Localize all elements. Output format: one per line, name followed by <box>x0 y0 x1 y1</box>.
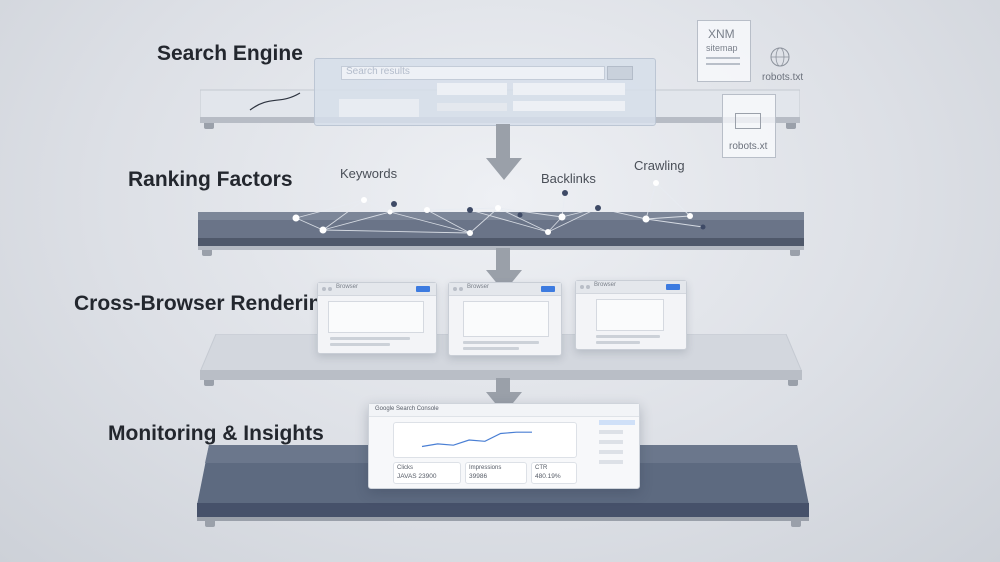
stat-value: JAVAS 23900 <box>397 473 437 480</box>
search-console-dashboard[interactable]: Google Search Console Clicks JAVAS 23900… <box>368 403 640 489</box>
sidebar-item[interactable] <box>599 440 623 444</box>
browser-window-1[interactable]: Browser <box>317 282 437 354</box>
folder-icon <box>735 113 761 129</box>
performance-chart <box>421 431 532 448</box>
layer-label-search-engine: Search Engine <box>157 42 303 65</box>
dashboard-sidebar <box>599 420 635 480</box>
search-button[interactable] <box>607 66 633 80</box>
sidebar-item[interactable] <box>599 450 623 454</box>
stat-card-3: CTR 480.19% <box>531 462 577 484</box>
browser-window-2[interactable]: Browser <box>448 282 562 356</box>
result-block-5 <box>437 103 507 111</box>
browser-tab-label: Browser <box>594 282 617 288</box>
robots-txt-label: robots.txt <box>762 72 804 83</box>
xml-file-title: XNM <box>708 27 735 41</box>
robots-file-label: robots.xt <box>729 141 768 152</box>
stat-value: 39986 <box>469 473 488 480</box>
robots-file: robots.xt <box>722 94 776 158</box>
browser-tab-label: Browser <box>467 284 490 290</box>
browser-window-3[interactable]: Browser <box>575 280 687 350</box>
stat-label: Clicks <box>397 465 413 471</box>
result-block-1 <box>339 99 419 117</box>
ranking-network-graph <box>292 180 706 236</box>
flow-arrow-1 <box>486 124 522 180</box>
sidebar-item-active[interactable] <box>599 420 635 425</box>
flow-arrow-2 <box>486 248 522 292</box>
factor-backlinks: Backlinks <box>541 171 596 186</box>
robots-globe-icon <box>769 46 791 73</box>
factor-crawling: Crawling <box>634 158 685 173</box>
xml-sitemap-file: XNM sitemap <box>697 20 751 82</box>
search-box[interactable]: Search results <box>341 66 605 80</box>
browser-titlebar: Browser <box>449 283 561 296</box>
search-results-panel: Search results <box>314 58 656 126</box>
layer-label-cross-browser: Cross-Browser Rendering <box>74 292 335 315</box>
xml-file-subtitle: sitemap <box>706 43 738 53</box>
stat-card-1: Clicks JAVAS 23900 <box>393 462 461 484</box>
stat-label: CTR <box>535 465 548 471</box>
dashboard-header: Google Search Console <box>369 404 639 417</box>
dashboard-title: Google Search Console <box>375 406 439 412</box>
globe-icon <box>770 47 790 67</box>
stat-value: 480.19% <box>535 473 561 480</box>
result-block-3 <box>513 83 625 95</box>
sidebar-item[interactable] <box>599 460 623 464</box>
browser-titlebar: Browser <box>318 283 436 296</box>
stat-card-2: Impressions 39986 <box>465 462 527 484</box>
factor-keywords: Keywords <box>340 166 398 181</box>
search-box-text: Search results <box>346 66 410 77</box>
browser-tab-label: Browser <box>336 284 359 290</box>
layer-label-monitoring: Monitoring & Insights <box>108 422 324 445</box>
sidebar-item[interactable] <box>599 430 623 434</box>
layer-label-ranking-factors: Ranking Factors <box>128 168 293 191</box>
browser-titlebar: Browser <box>576 281 686 294</box>
performance-chart-card <box>393 422 577 458</box>
result-block-4 <box>513 101 625 111</box>
stat-label: Impressions <box>469 465 502 471</box>
result-block-2 <box>437 83 507 95</box>
